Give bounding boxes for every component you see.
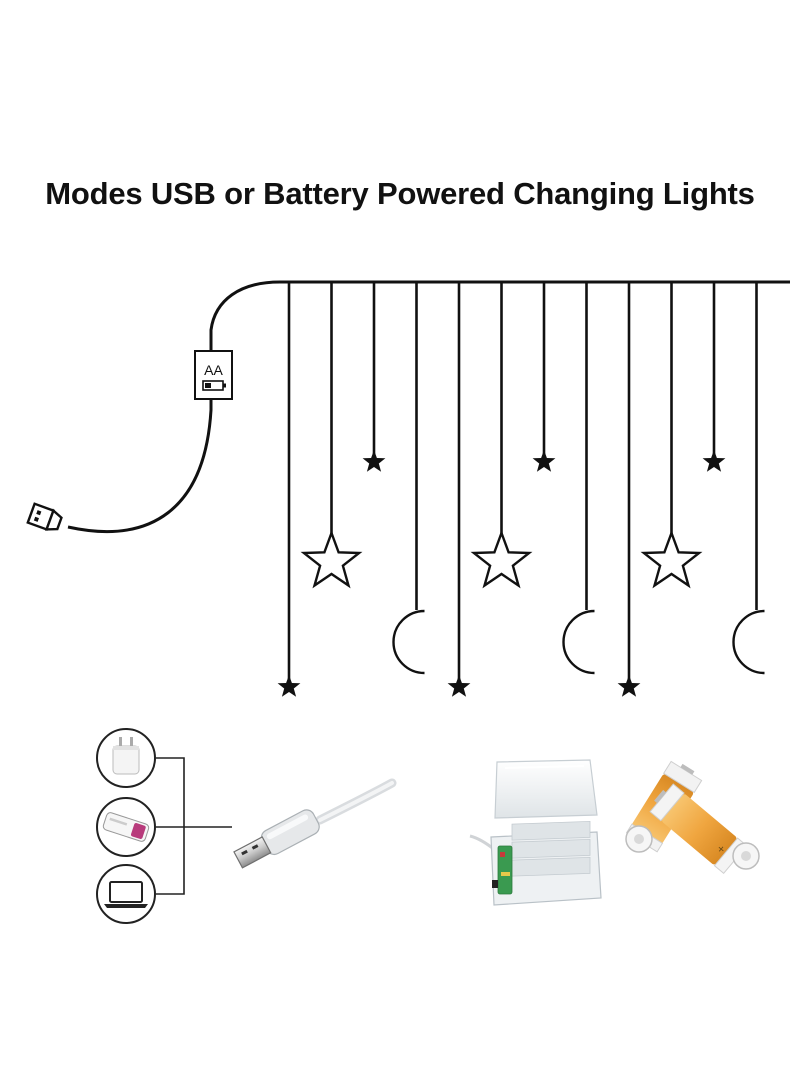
power-cable-upper (209, 280, 790, 350)
small-star-icon (362, 450, 386, 472)
wall-adapter-icon (96, 728, 156, 788)
small-star-icon (617, 675, 641, 697)
small-star-icon (702, 450, 726, 472)
outline-moon-icon (732, 609, 765, 675)
outline-moon-icon (392, 609, 425, 675)
battery-box-label: AA (204, 362, 223, 378)
power-cable (67, 400, 213, 533)
usb-cable-icon (233, 778, 397, 869)
source-bracket (156, 757, 185, 895)
usb-plug-icon (26, 502, 63, 531)
aa-batteries-icon: + (625, 760, 760, 875)
outline-star-icon (300, 529, 363, 589)
power-bank-icon (96, 797, 156, 857)
battery-icon (202, 380, 226, 391)
small-star-icon (447, 675, 471, 697)
light-strands (277, 282, 765, 697)
small-star-icon (277, 675, 301, 697)
laptop-icon (96, 864, 156, 924)
outline-moon-icon (562, 609, 595, 675)
outline-star-icon (640, 529, 703, 589)
page-title: Modes USB or Battery Powered Changing Li… (45, 176, 755, 211)
battery-case-icon (469, 759, 602, 906)
outline-star-icon (470, 529, 533, 589)
battery-box: AA (194, 350, 233, 400)
small-star-icon (532, 450, 556, 472)
usb-power-options (96, 728, 232, 924)
